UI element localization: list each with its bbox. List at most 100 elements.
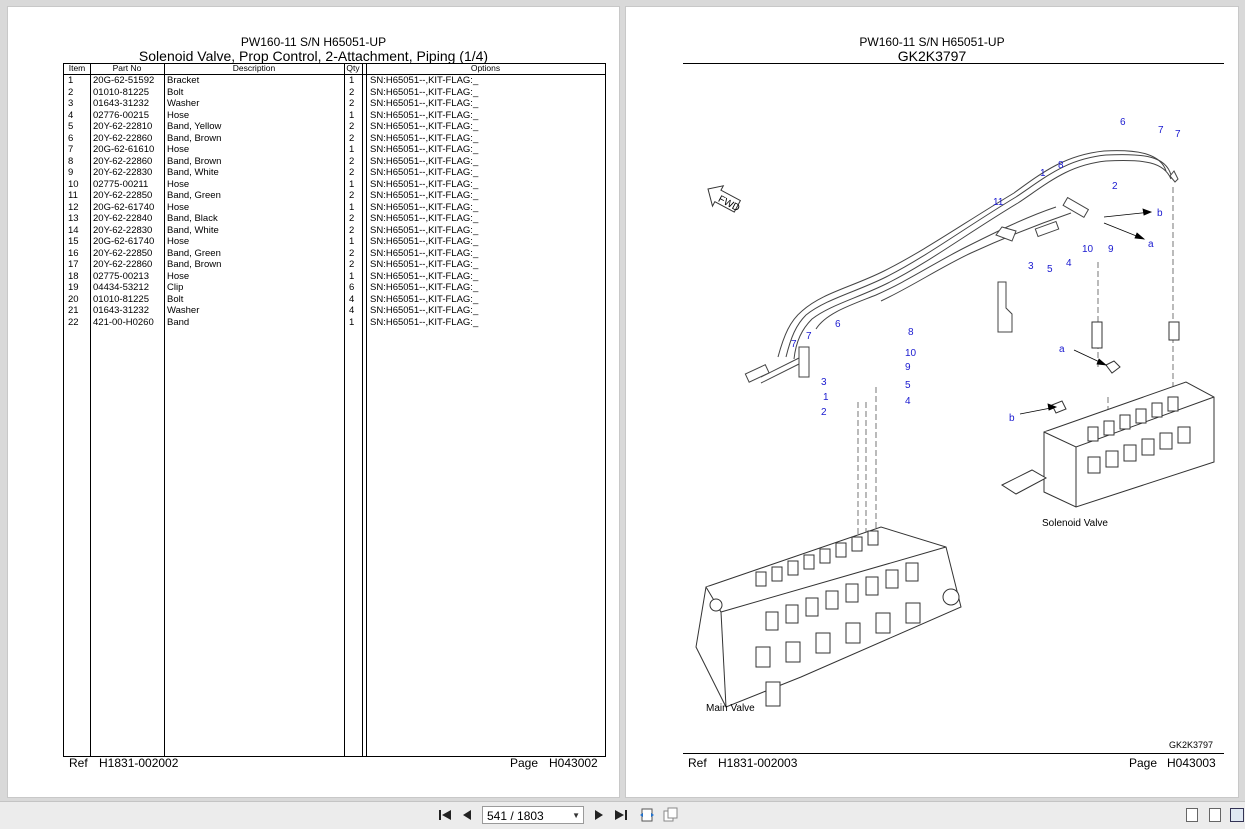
cell-options: SN:H65051--,KIT-FLAG:_ [370,132,479,144]
fit-page-icon[interactable] [662,807,678,823]
cell-description: Hose [167,144,190,155]
ref-label: Ref [69,756,88,770]
callout-lower: 8 [908,327,914,338]
diagram-page: PW160-11 S/N H65051-UP GK2K3797 FWD [626,7,1238,797]
callout-lower: 7 [806,331,812,342]
cell-item: 18 [68,270,79,282]
cell-options: SN:H65051--,KIT-FLAG:_ [370,201,479,213]
cell-options: SN:H65051--,KIT-FLAG:_ [370,155,479,167]
cell-qty: 1 [349,109,355,121]
cell-item: 16 [68,247,79,259]
cell-item: 22 [68,316,79,328]
cell-description: Bolt [167,293,184,305]
cell-qty: 1 [349,316,355,328]
cell-part-no: 01010-81225 [93,86,149,98]
page-value: H043002 [549,756,598,770]
fit-width-icon[interactable] [639,807,655,823]
cell-options: SN:H65051--,KIT-FLAG:_ [370,236,479,247]
cell-options: SN:H65051--,KIT-FLAG:_ [370,167,479,178]
cell-options: SN:H65051--,KIT-FLAG:_ [370,190,479,201]
cell-part-no: 20Y-62-22860 [93,132,153,144]
callout-lower: 3 [821,377,827,388]
single-page-view-icon[interactable] [1186,808,1198,822]
cell-qty: 2 [349,213,355,224]
cell-description: Band [167,316,190,328]
cell-item: 21 [68,305,79,316]
fwd-label: FWD [716,194,741,214]
cell-description: Band, Yellow [167,121,222,132]
cell-description: Hose [167,201,190,213]
cell-options: SN:H65051--,KIT-FLAG:_ [370,86,479,98]
page-indicator: 541 / 1803 [487,809,544,823]
cell-qty: 1 [349,75,355,86]
page-label: Page [510,756,539,770]
cell-part-no: 20Y-62-22860 [93,259,153,270]
cell-part-no: 20Y-62-22830 [93,224,153,236]
cell-qty: 2 [349,224,355,236]
next-page-icon[interactable] [591,807,607,823]
continuous-view-icon[interactable] [1209,808,1221,822]
cell-item: 2 [68,86,74,98]
table-header: Item Part No Description Qty Options [64,63,605,75]
main-valve-label: Main Valve [706,703,755,714]
cell-description: Hose [167,270,190,282]
cell-description: Band, Brown [167,132,222,144]
cell-options: SN:H65051--,KIT-FLAG:_ [370,282,479,293]
ref-value: H1831-002002 [99,756,179,770]
first-page-icon[interactable] [437,807,453,823]
cell-options: SN:H65051--,KIT-FLAG:_ [370,224,479,236]
cell-item: 17 [68,259,79,270]
last-page-icon[interactable] [613,807,629,823]
exploded-parts-diagram: FWD [695,117,1215,714]
cell-qty: 2 [349,155,355,167]
cell-part-no: 20Y-62-22830 [93,167,153,178]
callout-upper: 9 [1108,244,1114,255]
page-number-select[interactable]: 541 / 1803 ▼ [482,806,584,824]
two-page-view-icon[interactable] [1230,808,1244,822]
diagram-code: GK2K3797 [1169,740,1214,750]
callout-upper: 7 [1158,125,1164,136]
cell-options: SN:H65051--,KIT-FLAG:_ [370,98,479,109]
cell-description: Band, Green [167,190,221,201]
solenoid-valve-assembly [1000,321,1215,508]
cell-item: 4 [68,109,74,121]
callout-lower: 1 [823,392,829,403]
cell-part-no: 01643-31232 [93,305,149,316]
diagram-title: GK2K3797 [897,48,967,64]
cell-item: 19 [68,282,79,293]
cell-part-no: 20Y-62-22840 [93,213,153,224]
cell-qty: 2 [349,259,355,270]
cell-item: 5 [68,121,74,132]
cell-qty: 2 [349,98,355,109]
cell-description: Clip [167,282,184,293]
cell-item: 3 [68,98,74,109]
assembly-title: Solenoid Valve, Prop Control, 2-Attachme… [138,48,489,64]
cell-options: SN:H65051--,KIT-FLAG:_ [370,293,479,305]
callout-lower: 4 [905,396,911,407]
cell-part-no: 02776-00215 [93,109,149,121]
upper-hose-bundle [744,150,1179,384]
cell-item: 7 [68,144,74,155]
cell-description: Bolt [167,86,184,98]
cell-item: 9 [68,167,74,178]
prev-page-icon[interactable] [459,807,475,823]
fwd-arrow-icon: FWD [707,185,741,214]
cell-part-no: 04434-53212 [93,282,149,293]
cell-item: 12 [68,201,79,213]
cell-part-no: 20Y-62-22860 [93,155,153,167]
lower-callouts: 6 7 7 8 10 9 3 5 1 4 2 a b [791,319,1065,424]
solenoid-valve-label: Solenoid Valve [1042,518,1108,529]
